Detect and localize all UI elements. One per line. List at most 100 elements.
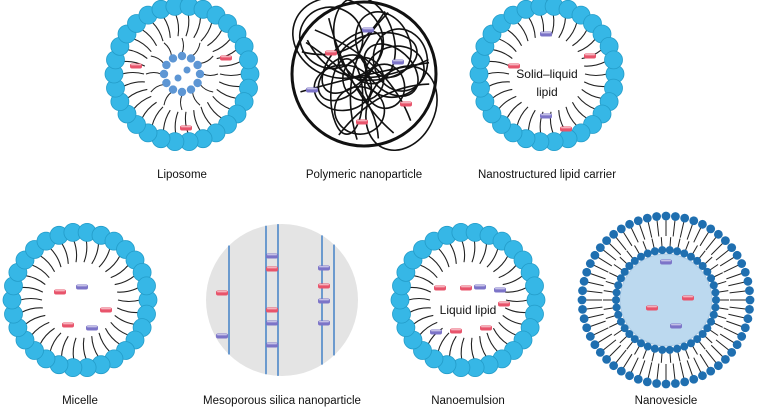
lipid-tail xyxy=(162,109,171,132)
lipid-tail xyxy=(527,109,536,132)
vesicle-outer-head xyxy=(577,295,587,305)
vesicle-inner-head xyxy=(693,335,702,344)
vesicle-inner-tail xyxy=(619,335,628,344)
vesicle-outer-tail xyxy=(592,327,609,336)
drug-highlight xyxy=(401,102,411,104)
drug-highlight xyxy=(509,64,519,66)
vesicle-outer-tail xyxy=(726,272,743,280)
vesicle-outer-head xyxy=(732,340,742,350)
vesicle-outer-tail xyxy=(622,353,633,369)
vesicle-outer-head xyxy=(737,332,747,341)
lipid-tail xyxy=(31,321,50,336)
lipid-tail xyxy=(505,299,529,303)
vesicle-inner-tail xyxy=(698,250,706,259)
vesicle-inner-tail xyxy=(613,329,623,336)
vesicle-outer-tail xyxy=(693,357,702,374)
drug-highlight xyxy=(541,32,551,34)
inner-lipid-head xyxy=(177,51,187,61)
vesicle-outer-tail xyxy=(585,306,603,310)
micelle-panel xyxy=(2,222,158,378)
inner-lipid-tail xyxy=(181,37,184,54)
vesicle-inner-tail xyxy=(613,264,623,271)
drug-highlight xyxy=(357,120,367,122)
vesicle-inner-tail xyxy=(709,264,719,271)
lipid-tail xyxy=(151,106,164,127)
drug-highlight xyxy=(319,299,329,301)
lipid-tail xyxy=(216,49,238,60)
vesicle-outer-tail xyxy=(723,264,740,273)
lipid-head xyxy=(525,276,544,296)
lipid-tail xyxy=(486,247,499,268)
vesicle-outer-head xyxy=(743,276,753,286)
silica-body xyxy=(206,224,358,376)
vesicle-inner-tail xyxy=(716,280,727,285)
vesicle-outer-head xyxy=(652,379,661,388)
vesicle-outer-tail xyxy=(615,236,627,251)
vesicle-outer-tail xyxy=(715,249,730,261)
vesicle-outer-tail xyxy=(729,306,747,310)
lipid-tail xyxy=(493,255,509,273)
vesicle-outer-tail xyxy=(705,236,717,251)
drug-highlight xyxy=(363,28,373,30)
vesicle-outer-head xyxy=(590,340,600,350)
lipid-tail xyxy=(460,337,465,360)
inner-lipid-head xyxy=(195,69,205,79)
drug-highlight xyxy=(267,254,277,256)
polymer-chain xyxy=(364,63,406,110)
core-molecule xyxy=(183,66,191,74)
lipid-tail xyxy=(502,275,524,286)
vesicle-outer-head xyxy=(578,286,587,295)
lipid-tail xyxy=(437,332,450,353)
vesicle-inner-head xyxy=(658,246,667,255)
drug-highlight xyxy=(561,127,571,129)
drug-highlight xyxy=(435,286,445,288)
vesicle-outer-head xyxy=(740,267,750,277)
vesicle-outer-tail xyxy=(726,320,743,328)
lipid-tail xyxy=(498,95,517,110)
lipid-tail xyxy=(39,254,56,273)
vesicle-outer-head xyxy=(625,371,634,381)
lipid-tail xyxy=(73,240,78,263)
lipid-tail xyxy=(488,60,511,67)
polymer-chain xyxy=(292,0,385,80)
drug-highlight xyxy=(495,288,505,290)
polymer-chain xyxy=(354,11,412,78)
vesicle-inner-head xyxy=(709,281,718,290)
drug-highlight xyxy=(131,64,141,66)
vesicle-inner-head xyxy=(711,303,720,312)
lipid-tail xyxy=(60,242,69,264)
vesicle-outer-head xyxy=(732,250,742,260)
vesicle-inner-head xyxy=(673,247,682,256)
drug-highlight xyxy=(499,302,509,304)
lipid-tail xyxy=(184,111,189,134)
lipid-tail xyxy=(206,101,223,120)
drug-highlight xyxy=(319,321,329,323)
lipid-tail xyxy=(219,61,241,67)
vesicle-inner-head xyxy=(612,288,621,297)
lipid-tail xyxy=(577,95,596,110)
nlc-inner-label-line2: lipid xyxy=(536,85,557,99)
vesicle-inner-head xyxy=(665,345,674,354)
inner-lipid-tail xyxy=(150,84,164,93)
lipid-tail xyxy=(577,38,596,53)
lipid-tail xyxy=(471,240,476,263)
lipid-tail xyxy=(174,111,179,134)
vesicle-outer-head xyxy=(680,377,690,387)
lipid-tail xyxy=(151,21,164,42)
lipid-tail xyxy=(413,275,434,285)
polymer-chain xyxy=(327,18,395,134)
vesicle-inner-tail xyxy=(716,315,727,320)
lipid-tail xyxy=(516,106,529,127)
liposome-panel xyxy=(104,0,260,152)
inner-lipid-head xyxy=(168,85,178,94)
vesicle-outer-head xyxy=(737,259,747,268)
vesicle-outer-tail xyxy=(679,362,685,380)
polymer-chain xyxy=(338,83,430,136)
lipid-tail xyxy=(21,307,43,313)
micelle-caption: Micelle xyxy=(62,395,98,407)
vesicle-inner-head xyxy=(620,267,629,276)
lipid-tail xyxy=(407,297,431,301)
vesicle-outer-head xyxy=(689,216,699,226)
vesicle-inner-head xyxy=(698,261,707,270)
lipid-tail xyxy=(200,106,213,127)
